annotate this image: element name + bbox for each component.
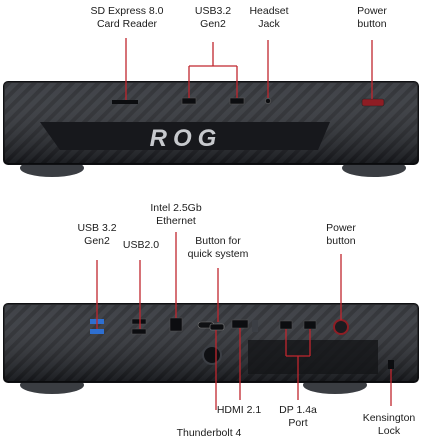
rear-dp-port-2 — [303, 320, 317, 330]
label-front-usb: USB3.2 Gen2 — [194, 5, 232, 30]
rear-hdmi-port — [231, 319, 249, 329]
rear-dc-in — [252, 320, 258, 332]
rear-vent-grille — [248, 340, 378, 374]
rear-usb-blue-2 — [90, 329, 104, 334]
rear-kensington-slot — [388, 360, 394, 369]
label-rear-dp: DP 1.4a Port — [279, 404, 317, 429]
callout-rear-dp — [285, 329, 311, 400]
label-front-headset: Headset Jack — [249, 5, 289, 30]
rear-ethernet-port — [169, 317, 183, 332]
label-rear-quick-button: Button for quick system — [187, 235, 249, 260]
label-front-sd-reader: SD Express 8.0 Card Reader — [90, 5, 164, 30]
label-rear-hdmi: HDMI 2.1 — [216, 404, 262, 416]
front-unit: ROG — [3, 81, 419, 177]
front-callouts — [125, 38, 373, 100]
rear-dp-port-1 — [279, 320, 293, 330]
label-front-power: Power button — [357, 5, 387, 30]
rear-usb2-port-2 — [131, 328, 147, 335]
front-headset-jack — [265, 98, 271, 104]
label-rear-usb2: USB2.0 — [122, 239, 160, 251]
rear-unit — [3, 303, 419, 394]
front-usb-port-1 — [181, 97, 197, 105]
callout-front-usb — [188, 42, 238, 98]
front-logo: ROG — [150, 125, 223, 152]
label-rear-thunderbolt: Thunderbolt 4 — [176, 427, 242, 439]
rear-thunderbolt-port — [209, 323, 225, 331]
front-sd-slot — [112, 100, 138, 104]
label-rear-usb-gen2: USB 3.2 Gen2 — [77, 222, 117, 247]
front-power-button — [361, 98, 385, 107]
front-logo-band — [40, 122, 330, 150]
label-rear-power: Power button — [326, 222, 356, 247]
rear-usb2-port-1 — [131, 318, 147, 325]
rear-power-button — [333, 319, 349, 335]
rear-round-port — [202, 345, 222, 365]
front-usb-port-2 — [229, 97, 245, 105]
label-rear-kensington: Kensington Lock — [362, 412, 416, 437]
rear-callouts — [96, 232, 392, 410]
label-rear-ethernet: Intel 2.5Gb Ethernet — [150, 202, 202, 227]
